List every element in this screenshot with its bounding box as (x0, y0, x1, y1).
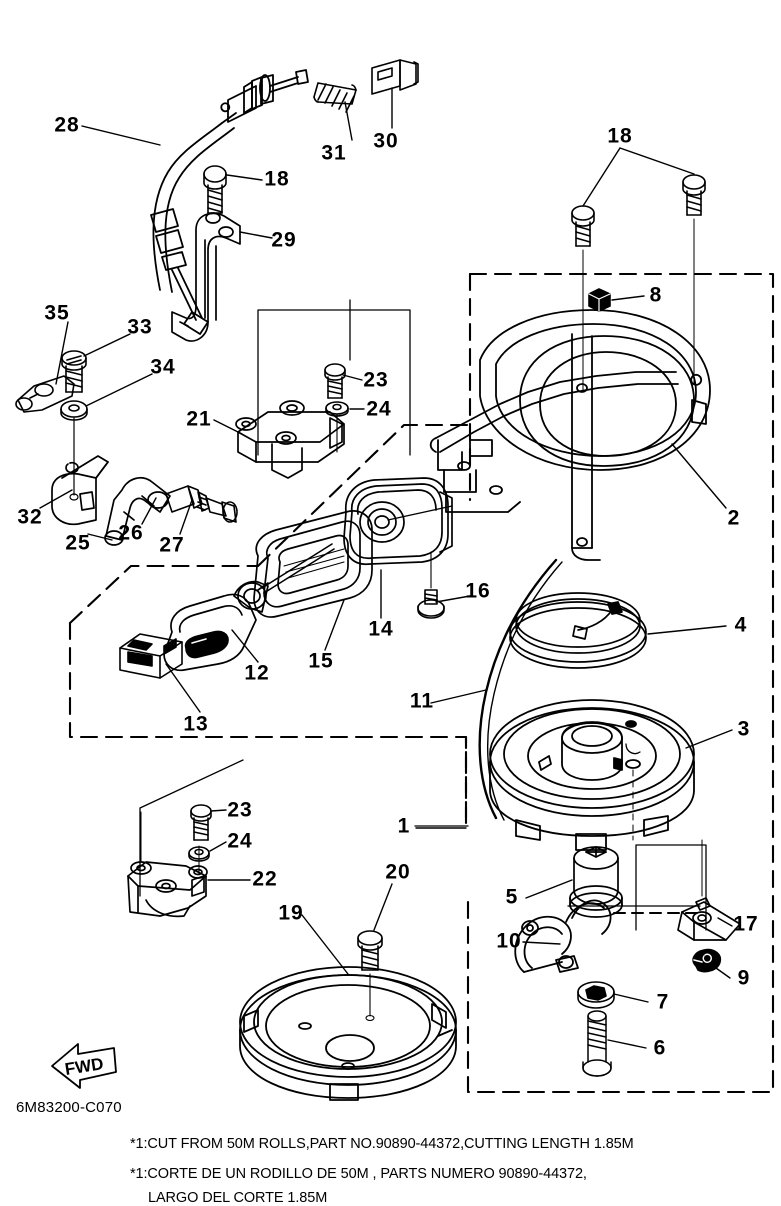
callout-number-20: 20 (385, 860, 411, 884)
callout-number-17: 17 (733, 912, 759, 936)
part-35-link (15, 375, 75, 413)
part-3-sheave-drum (489, 699, 695, 851)
callout-number-26: 26 (118, 521, 144, 545)
dashed-group-boundary (68, 272, 775, 1094)
callout-number-33: 33 (127, 315, 153, 339)
callout-number-10: 10 (496, 929, 522, 953)
diagram-part-number: 6M83200-C070 (16, 1099, 122, 1116)
part-33-screw (61, 350, 87, 393)
callout-number-5: 5 (505, 885, 519, 909)
part-13-clip (119, 633, 183, 679)
footnote-spanish-line1: *1:CORTE DE UN RODILLO DE 50M , PARTS NU… (130, 1166, 587, 1182)
part-8-nut (588, 288, 611, 312)
callout-number-9: 9 (737, 966, 751, 990)
part-20-bolt (357, 930, 383, 971)
part-27-bolt (165, 485, 238, 523)
callout-number-23: 23 (363, 368, 389, 392)
part-6-bolt (582, 1010, 612, 1077)
part-14-housing (343, 477, 453, 565)
part-21-bracket (235, 400, 345, 479)
callout-number-27: 27 (159, 533, 185, 557)
callout-number-18: 18 (607, 124, 633, 148)
part-22-bracket (127, 861, 208, 918)
leader-lines (39, 87, 733, 1049)
callout-number-6: 6 (653, 1036, 667, 1060)
callout-number-22: 22 (252, 867, 278, 891)
fwd-direction-marker: FWD (42, 1036, 126, 1092)
part-10-drive-pawl (514, 899, 612, 973)
part-15-grommet (253, 510, 373, 618)
part-28-cable (150, 69, 309, 335)
callout-number-35: 35 (44, 301, 70, 325)
callout-number-24: 24 (227, 829, 253, 853)
callout-number-19: 19 (278, 901, 304, 925)
part-30-cap (371, 59, 419, 95)
callout-number-13: 13 (183, 712, 209, 736)
part-17-plate (677, 897, 741, 941)
callout-number-3: 3 (737, 717, 751, 741)
callout-number-24: 24 (366, 397, 392, 421)
callout-number-4: 4 (734, 613, 748, 637)
part-11-rope (478, 558, 558, 820)
footnote-english: *1:CUT FROM 50M ROLLS,PART NO.90890-4437… (130, 1136, 634, 1152)
callout-number-23: 23 (227, 798, 253, 822)
callout-number-2: 2 (727, 506, 741, 530)
callout-number-28: 28 (54, 113, 80, 137)
callout-number-32: 32 (17, 505, 43, 529)
callout-number-34: 34 (150, 355, 176, 379)
callout-number-18: 18 (264, 167, 290, 191)
part-31-spring (313, 82, 357, 113)
part-19-plate (239, 966, 457, 1101)
footnote-spanish-line2: LARGO DEL CORTE 1.85M (148, 1190, 328, 1206)
callout-number-16: 16 (465, 579, 491, 603)
part-5-bushing (569, 846, 623, 918)
part-7-washer (577, 981, 615, 1009)
part-2-cover (429, 309, 711, 561)
part-18-bolt-right-b (682, 174, 706, 216)
callout-number-1: 1 (397, 814, 411, 838)
part-29-bracket (171, 212, 241, 342)
callout-number-30: 30 (373, 129, 399, 153)
callout-number-11: 11 (409, 689, 435, 713)
callout-number-29: 29 (271, 228, 297, 252)
part-12-handle (163, 543, 335, 672)
part-18-bolt-right-a (571, 205, 595, 247)
part-9-clip (692, 948, 722, 973)
callout-number-21: 21 (186, 407, 212, 431)
callout-number-7: 7 (656, 990, 670, 1014)
callout-number-12: 12 (244, 661, 270, 685)
callout-number-31: 31 (321, 141, 347, 165)
part-23-bolt-lower (190, 804, 212, 841)
callout-number-14: 14 (368, 617, 394, 641)
part-16-screw (417, 589, 445, 619)
part-4-spiral-spring (509, 592, 647, 669)
callout-number-15: 15 (308, 649, 334, 673)
callout-number-8: 8 (649, 283, 663, 307)
callout-number-25: 25 (65, 531, 91, 555)
